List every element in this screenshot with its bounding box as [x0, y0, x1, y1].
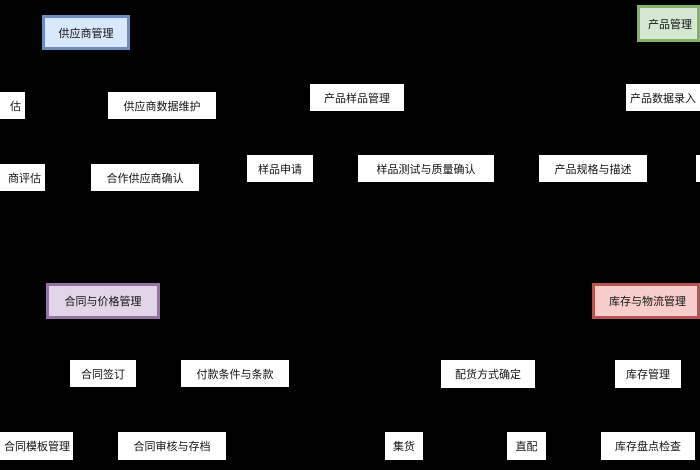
node-supplier-assessment: 商评估: [0, 164, 45, 191]
node-stock-management: 库存管理: [615, 360, 681, 388]
node-sample-management: 产品样品管理: [310, 84, 404, 111]
node-sample-apply: 样品申请: [247, 155, 313, 182]
node-payment-terms: 付款条件与条款: [181, 360, 289, 387]
node-supplier-management: 供应商管理: [42, 15, 130, 50]
node-sample-test: 样品测试与质量确认: [358, 155, 494, 182]
node-product-data: 产品数据录入: [626, 84, 700, 111]
node-stock-check: 库存盘点检查: [601, 432, 695, 460]
node-contract-management: 合同与价格管理: [46, 283, 160, 319]
node-product-management: 产品管理: [637, 5, 700, 42]
node-contract-template: 合同模板管理: [0, 432, 73, 460]
node-inventory-logistics: 库存与物流管理: [592, 283, 700, 319]
node-direct: 直配: [507, 432, 546, 460]
node-distribution: 配货方式确定: [441, 360, 535, 388]
node-partner-confirm: 合作供应商确认: [91, 164, 199, 191]
node-supplier-data: 供应商数据维护: [108, 92, 216, 119]
node-contract-sign: 合同签订: [70, 360, 136, 387]
node-supplier-evaluation: 估: [0, 92, 25, 119]
node-consolidation: 集货: [385, 432, 423, 460]
node-product-spec: 产品规格与描述: [539, 155, 647, 182]
node-partial: [696, 155, 700, 182]
node-contract-review: 合同审核与存档: [118, 432, 226, 460]
